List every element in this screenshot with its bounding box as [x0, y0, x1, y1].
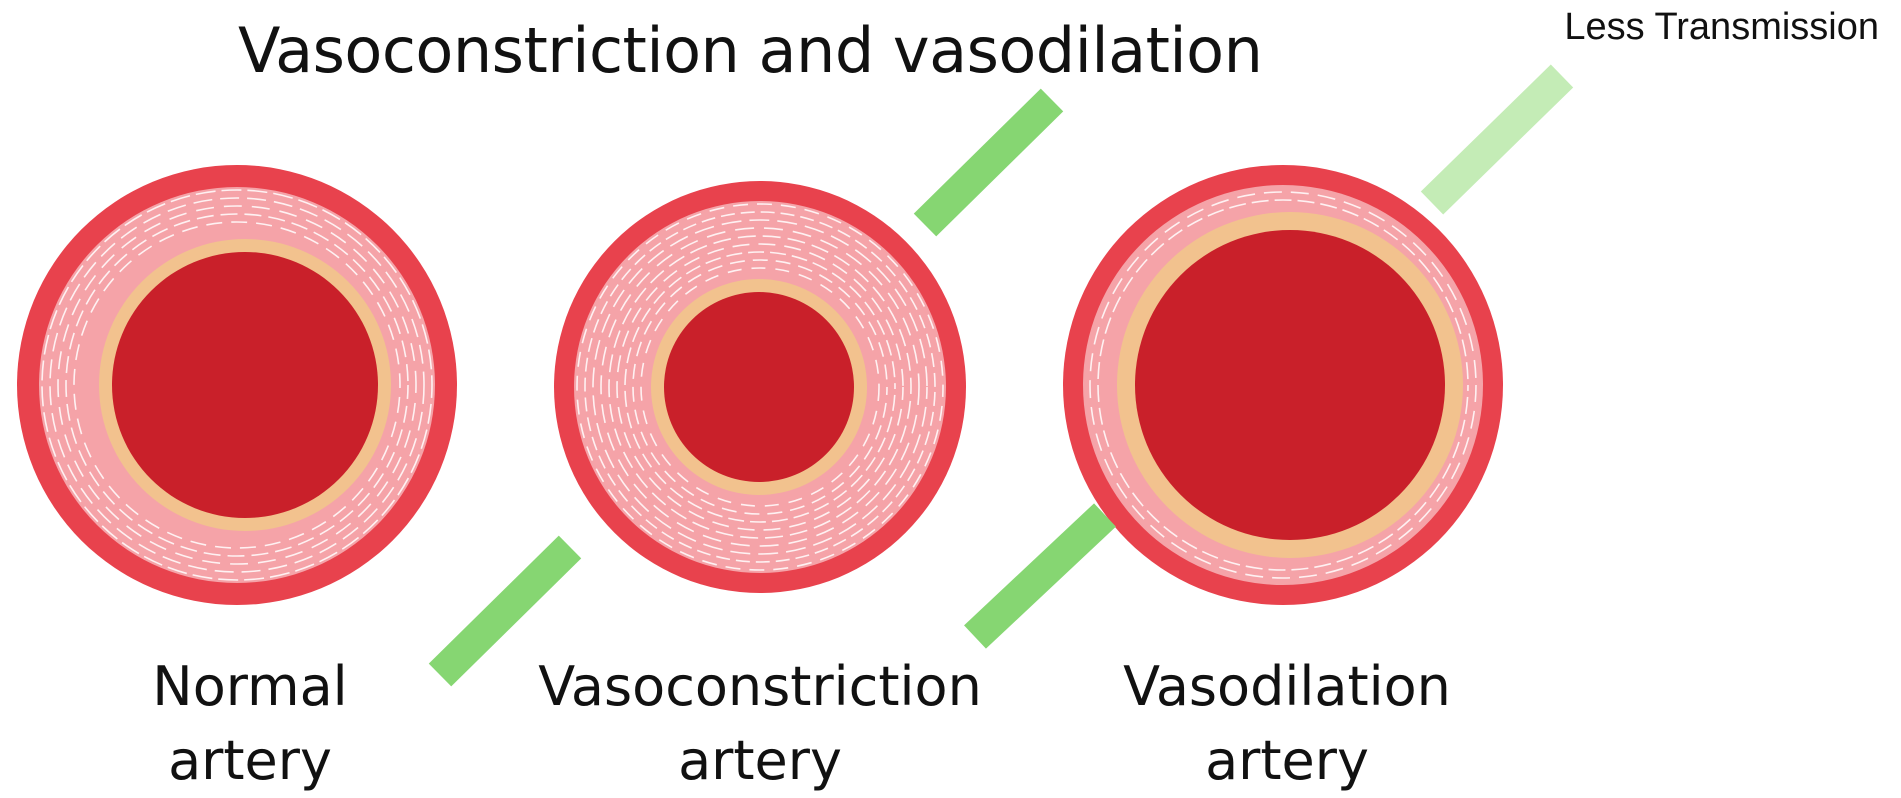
vasoconstriction-artery-label: Vasoconstriction artery	[500, 650, 1020, 798]
vasodilation-artery-cross-section	[1063, 165, 1503, 605]
vasodilation-artery-label-line1: Vasodilation	[1027, 650, 1547, 724]
vasoconstriction-artery-label-line2: artery	[500, 724, 1020, 798]
beam-incoming-right	[975, 515, 1105, 637]
vasodilation-lumen	[1135, 230, 1445, 540]
vasodilation-artery-label-line2: artery	[1027, 724, 1547, 798]
vasoconstriction-artery-label-line1: Vasoconstriction	[500, 650, 1020, 724]
normal-artery-label: Normal artery	[0, 650, 510, 798]
vasoconstriction-lumen	[664, 292, 854, 482]
normal-lumen	[112, 252, 378, 518]
normal-artery-label-line1: Normal	[0, 650, 510, 724]
less-transmission-label: Less Transmission	[1564, 6, 1879, 49]
diagram-title: Vasoconstriction and vasodilation	[238, 14, 1262, 87]
normal-artery-cross-section	[17, 165, 457, 605]
vasodilation-artery-label: Vasodilation artery	[1027, 650, 1547, 798]
vasoconstriction-artery-cross-section	[554, 181, 966, 593]
normal-artery-label-line2: artery	[0, 724, 510, 798]
beam-outgoing-middle	[925, 100, 1052, 225]
beam-outgoing-right-faded	[1432, 76, 1562, 203]
